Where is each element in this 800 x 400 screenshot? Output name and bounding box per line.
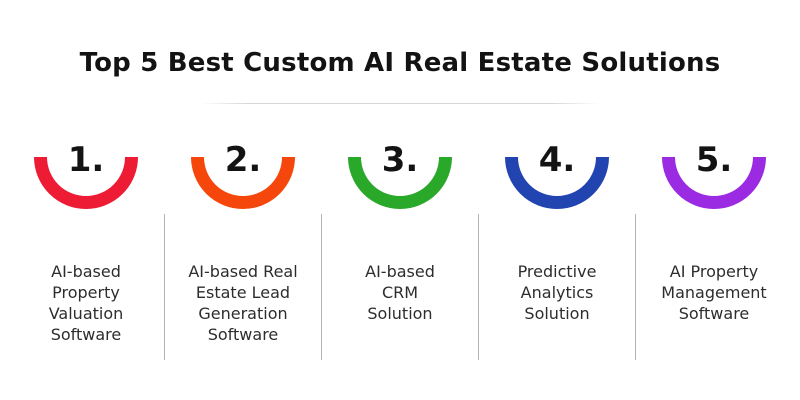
solution-item-1: 1. AI-based Property Valuation Software xyxy=(8,137,164,345)
arc-icon xyxy=(191,157,295,209)
arc-icon xyxy=(505,157,609,209)
column-divider xyxy=(321,214,322,360)
solution-label: AI-based CRM Solution xyxy=(365,262,435,323)
solution-item-4: 4. Predictive Analytics Solution xyxy=(479,137,635,324)
solution-label: AI Property Management Software xyxy=(661,262,767,323)
arc-icon xyxy=(662,157,766,209)
arc-icon xyxy=(34,157,138,209)
arc-icon xyxy=(348,157,452,209)
page-title: Top 5 Best Custom AI Real Estate Solutio… xyxy=(79,48,721,78)
solution-label: Predictive Analytics Solution xyxy=(517,262,597,323)
solution-label: AI-based Property Valuation Software xyxy=(48,262,124,344)
solution-item-3: 3. AI-based CRM Solution xyxy=(322,137,478,324)
solution-item-2: 2. AI-based Real Estate Lead Generation … xyxy=(165,137,321,345)
solution-item-5: 5. AI Property Management Software xyxy=(636,137,792,324)
solutions-row: 1. AI-based Property Valuation Software … xyxy=(0,137,800,360)
column-divider xyxy=(635,214,636,360)
solution-label: AI-based Real Estate Lead Generation Sof… xyxy=(188,262,298,344)
title-divider xyxy=(200,103,600,104)
column-divider xyxy=(478,214,479,360)
column-divider xyxy=(164,214,165,360)
